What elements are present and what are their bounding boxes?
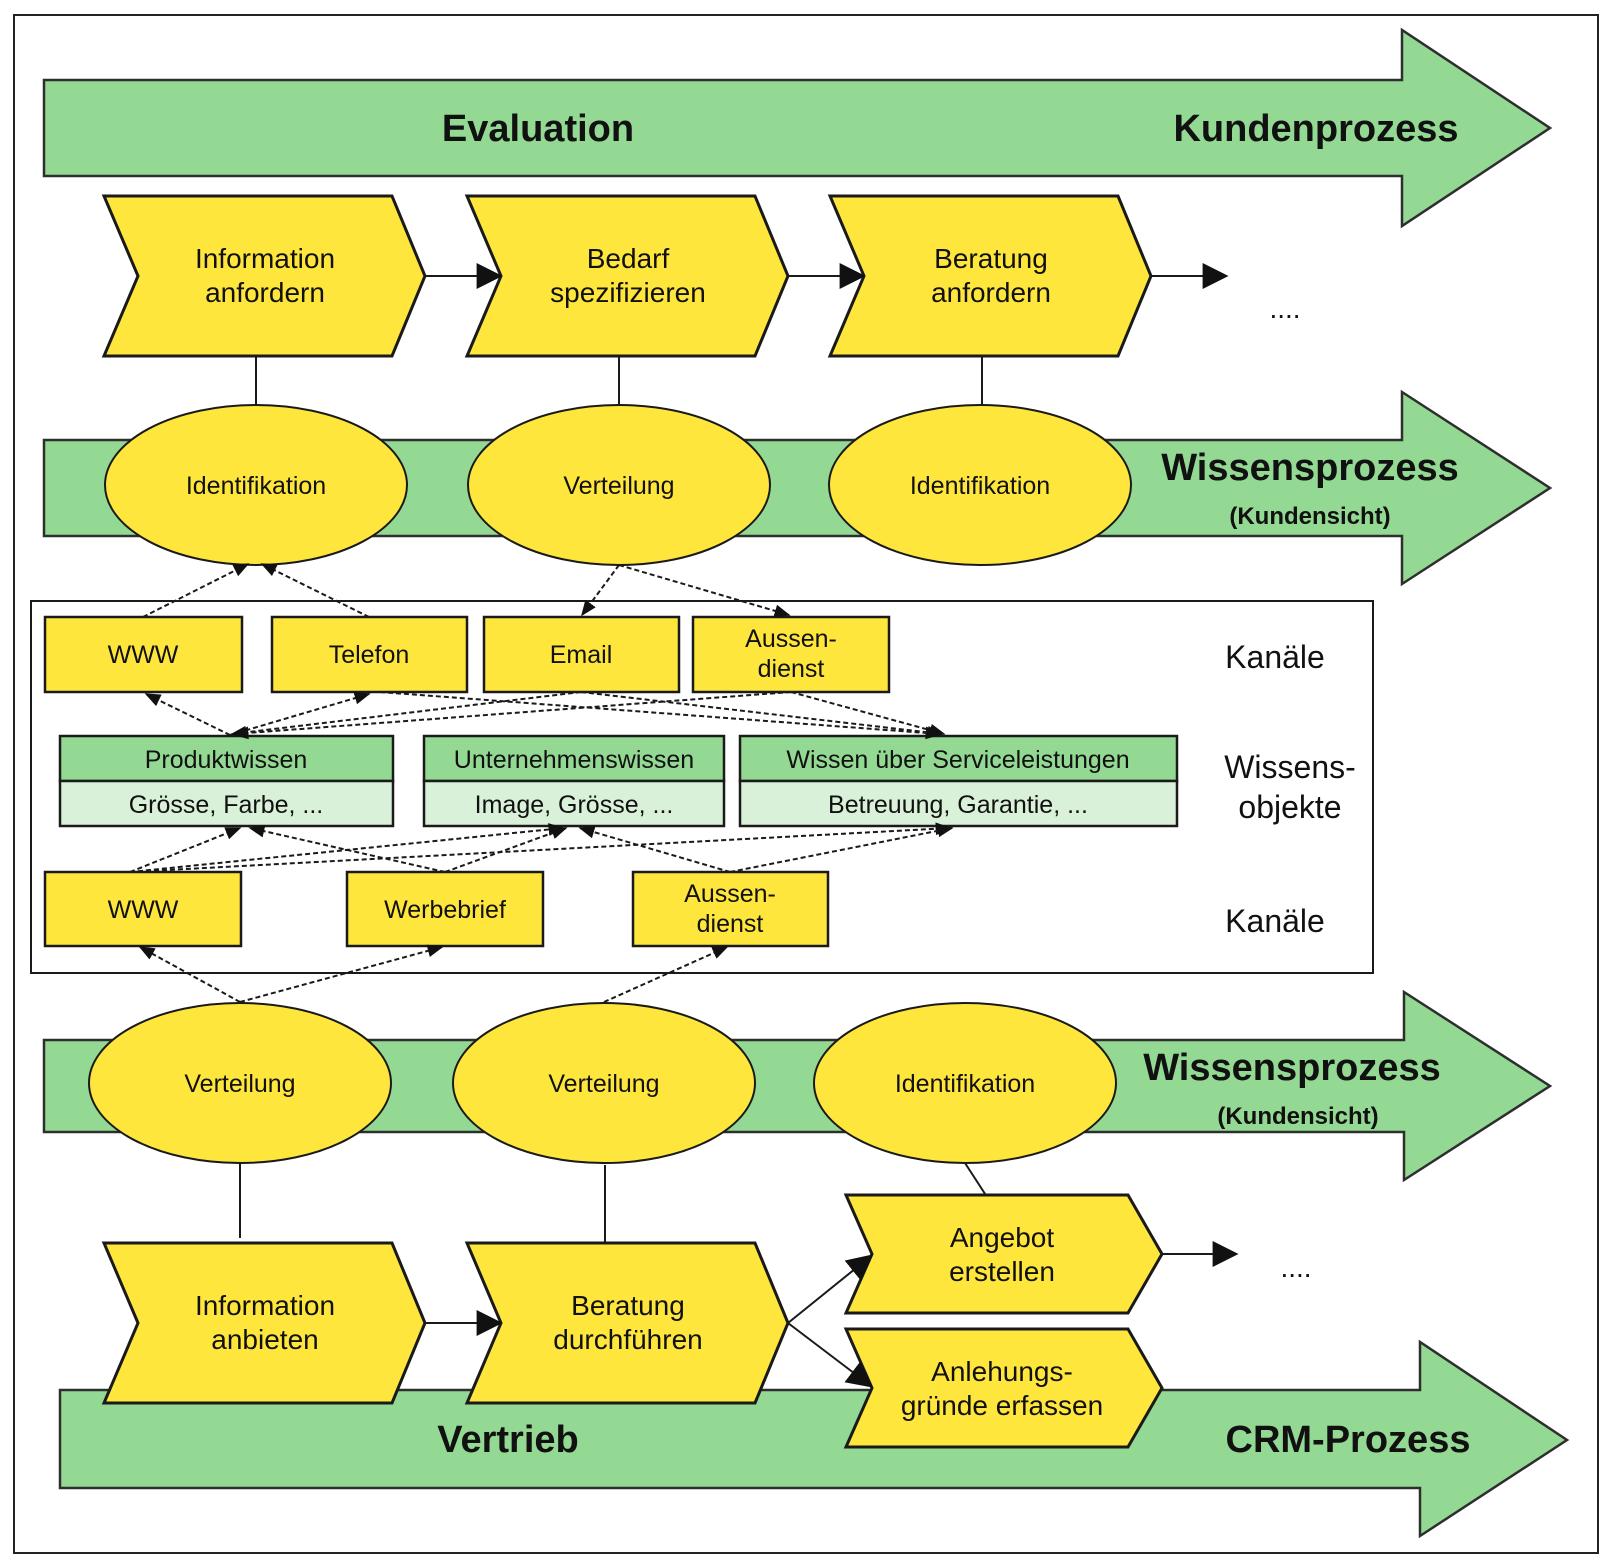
step-label-line2: gründe erfassen bbox=[901, 1390, 1103, 1421]
relation-arrow bbox=[603, 946, 729, 1003]
phase-label-evaluation: Evaluation bbox=[442, 108, 634, 150]
crm-step-anlehungsgruende-erfassen[interactable]: Anlehungs- gründe erfassen bbox=[843, 1327, 1164, 1449]
relation-arrow bbox=[618, 564, 791, 618]
knowledge-activity-identifikation-bottom[interactable]: Identifikation bbox=[813, 1002, 1117, 1164]
channel-label: Werbebrief bbox=[384, 896, 506, 924]
dashed-relations bbox=[129, 563, 954, 1003]
channel-label: Telefon bbox=[329, 641, 410, 669]
customer-process-band: Evaluation Kundenprozess bbox=[42, 27, 1553, 229]
process-sublabel-kundensicht: (Kundensicht) bbox=[1229, 503, 1390, 530]
process-label-wissensprozess-bottom: Wissensprozess bbox=[1143, 1047, 1440, 1089]
crm-process-band: Vertrieb CRM-Prozess bbox=[58, 1339, 1570, 1539]
channel-label-line1: Aussen- bbox=[745, 625, 837, 653]
knowledge-activity-identifikation-top[interactable]: Identifikation bbox=[104, 404, 408, 566]
relation-arrow bbox=[129, 827, 242, 873]
channel-label: WWW bbox=[108, 641, 179, 669]
channel-label-line2: dienst bbox=[758, 655, 825, 683]
relation-arrow bbox=[239, 944, 444, 1003]
process-label-crm-prozess: CRM-Prozess bbox=[1226, 1419, 1471, 1461]
step-label-line1: Information bbox=[195, 243, 335, 274]
step-label-line2: anfordern bbox=[931, 277, 1051, 308]
channel-bottom-werbebrief[interactable]: Werbebrief bbox=[345, 870, 545, 948]
channel-top-www[interactable]: WWW bbox=[43, 615, 244, 694]
activity-label: Identifikation bbox=[910, 472, 1050, 500]
relation-arrow bbox=[729, 824, 954, 873]
side-label-wissensobjekte-line1: Wissens- bbox=[1224, 749, 1356, 785]
relation-arrow bbox=[581, 564, 620, 617]
relation-arrow bbox=[379, 691, 942, 740]
step-label-line1: Angebot bbox=[950, 1222, 1055, 1253]
activity-label: Identifikation bbox=[186, 472, 326, 500]
relation-arrow bbox=[232, 691, 792, 740]
knowledge-object-title: Wissen über Serviceleistungen bbox=[786, 746, 1129, 774]
crm-step-information-anbieten[interactable]: Information anbieten bbox=[101, 1241, 427, 1405]
relation-arrow bbox=[260, 563, 370, 618]
continuation-dots-crm: .... bbox=[1280, 1252, 1311, 1283]
flow-arrow bbox=[787, 1322, 874, 1388]
knowledge-activity-verteilung-bottom-2[interactable]: Verteilung bbox=[452, 1002, 756, 1164]
step-label-line2: anfordern bbox=[205, 277, 325, 308]
knowledge-object-title: Produktwissen bbox=[145, 746, 308, 774]
continuation-dots: .... bbox=[1269, 293, 1300, 324]
relation-arrow bbox=[129, 822, 952, 873]
channel-top-telefon[interactable]: Telefon bbox=[270, 615, 469, 694]
step-label-line1: Information bbox=[195, 1290, 335, 1321]
step-label-line2: durchführen bbox=[553, 1324, 702, 1355]
knowledge-activity-identifikation-top-2[interactable]: Identifikation bbox=[828, 404, 1132, 566]
knowledge-object-examples: Betreuung, Garantie, ... bbox=[828, 791, 1088, 819]
step-label-line1: Anlehungs- bbox=[931, 1356, 1073, 1387]
channel-top-email[interactable]: Email bbox=[482, 615, 681, 694]
relation-arrow bbox=[142, 563, 250, 618]
channel-label: WWW bbox=[108, 896, 179, 924]
process-label-wissensprozess: Wissensprozess bbox=[1161, 447, 1458, 489]
step-label-line1: Bedarf bbox=[587, 243, 670, 274]
knowledge-object-examples: Grösse, Farbe, ... bbox=[129, 791, 324, 819]
step-label-line1: Beratung bbox=[934, 243, 1048, 274]
activity-label: Verteilung bbox=[184, 1070, 295, 1098]
customer-step-1[interactable]: Information anfordern bbox=[101, 194, 427, 358]
flow-arrow bbox=[787, 1254, 874, 1324]
activity-label: Verteilung bbox=[563, 472, 674, 500]
channel-bottom-www[interactable]: WWW bbox=[43, 870, 243, 948]
step-label-line2: spezifizieren bbox=[550, 277, 706, 308]
channel-top-aussendienst[interactable]: Aussen- dienst bbox=[691, 615, 891, 694]
step-label-line2: erstellen bbox=[949, 1256, 1055, 1287]
phase-label-vertrieb: Vertrieb bbox=[437, 1419, 579, 1461]
knowledge-object-unternehmenswissen[interactable]: Unternehmenswissen Image, Grösse, ... bbox=[422, 734, 726, 828]
relation-arrow bbox=[229, 691, 371, 736]
knowledge-object-produktwissen[interactable]: Produktwissen Grösse, Farbe, ... bbox=[58, 734, 395, 828]
channel-bottom-aussendienst[interactable]: Aussen- dienst bbox=[631, 870, 830, 948]
crm-step-beratung-durchfuehren[interactable]: Beratung durchführen bbox=[464, 1241, 790, 1405]
process-label-kundenprozess: Kundenprozess bbox=[1173, 108, 1458, 150]
relation-arrow bbox=[580, 691, 944, 739]
relation-arrow bbox=[248, 824, 446, 873]
step-label-line2: anbieten bbox=[211, 1324, 318, 1355]
step-label-line1: Beratung bbox=[571, 1290, 685, 1321]
side-label-kanaele-top: Kanäle bbox=[1225, 639, 1325, 675]
customer-step-2[interactable]: Bedarf spezifizieren bbox=[464, 194, 790, 358]
knowledge-activity-verteilung-top[interactable]: Verteilung bbox=[467, 404, 771, 566]
channel-label: Email bbox=[550, 641, 613, 669]
relation-arrow bbox=[230, 691, 582, 739]
knowledge-activity-verteilung-bottom-1[interactable]: Verteilung bbox=[88, 1002, 392, 1164]
relation-arrow bbox=[790, 691, 946, 737]
channel-label-line1: Aussen- bbox=[684, 880, 776, 908]
side-label-kanaele-bottom: Kanäle bbox=[1225, 903, 1325, 939]
side-label-wissensobjekte-line2: objekte bbox=[1238, 789, 1341, 825]
process-sublabel-kundensicht-bottom: (Kundensicht) bbox=[1217, 1103, 1378, 1130]
knowledge-object-serviceleistungen[interactable]: Wissen über Serviceleistungen Betreuung,… bbox=[738, 734, 1179, 828]
activity-label: Verteilung bbox=[548, 1070, 659, 1098]
crm-step-angebot-erstellen[interactable]: Angebot erstellen bbox=[843, 1193, 1164, 1315]
knowledge-object-title: Unternehmenswissen bbox=[454, 746, 694, 774]
relation-arrow bbox=[444, 826, 568, 873]
customer-step-3[interactable]: Beratung anfordern bbox=[827, 194, 1153, 358]
relation-arrow bbox=[138, 946, 241, 1003]
relation-arrow bbox=[578, 825, 731, 873]
channel-label-line2: dienst bbox=[697, 910, 764, 938]
knowledge-object-examples: Image, Grösse, ... bbox=[475, 791, 674, 819]
activity-label: Identifikation bbox=[895, 1070, 1035, 1098]
